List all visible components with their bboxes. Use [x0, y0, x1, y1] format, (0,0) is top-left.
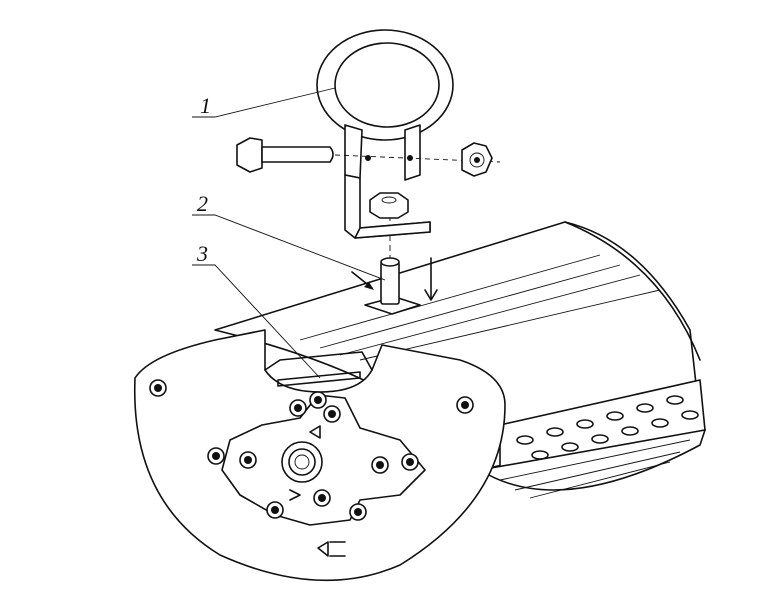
lamp-housing [214, 221, 706, 499]
plate-screws [207, 391, 419, 521]
pipe-clamp-part-1 [316, 29, 454, 239]
arrow-down-icon [424, 257, 438, 301]
cap-screw [456, 396, 474, 414]
cap-screw [149, 379, 167, 397]
bolt-icon [236, 137, 501, 173]
callout-label-2: 2 [197, 191, 208, 216]
end-cap [133, 329, 506, 582]
callout-label-3: 3 [197, 241, 208, 266]
led-strip [516, 395, 699, 460]
leader-lines [192, 87, 386, 379]
cable-gland [281, 441, 323, 483]
nut-lower [369, 192, 409, 219]
callout-label-1: 1 [200, 93, 211, 118]
stud-part-2 [351, 257, 421, 315]
nut-icon [461, 142, 493, 177]
